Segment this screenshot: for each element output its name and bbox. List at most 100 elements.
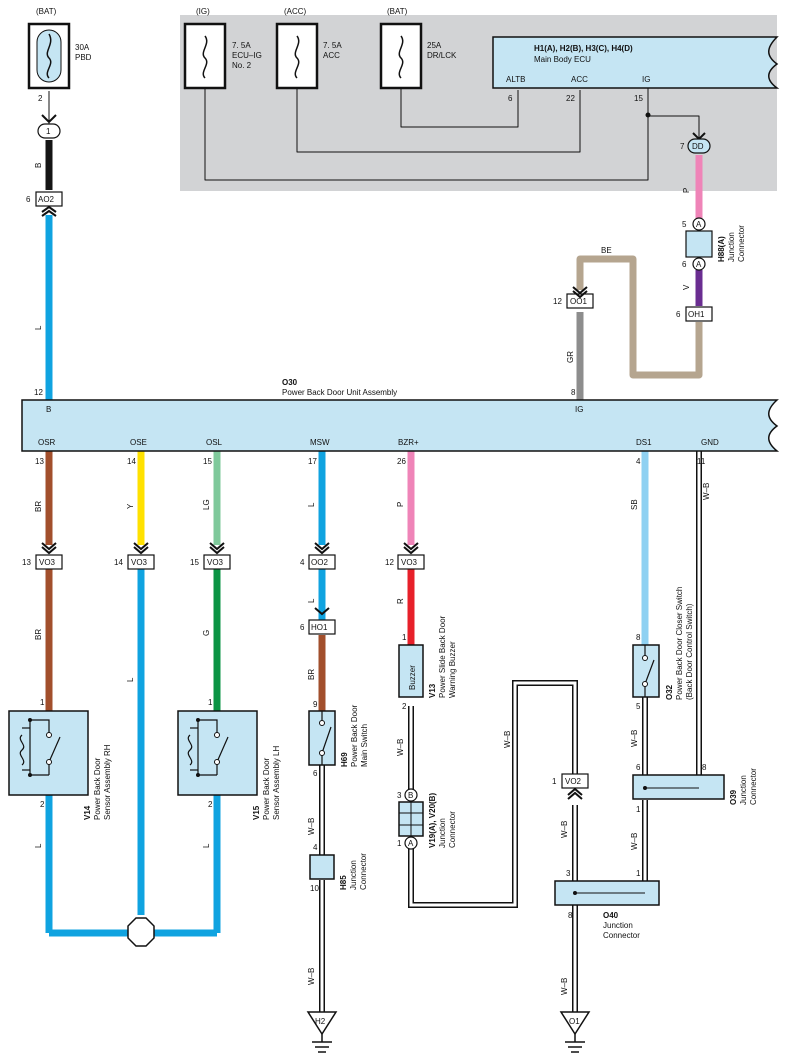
ecu-code: H1(A), H2(B), H3(C), H4(D) (534, 44, 633, 53)
wire-acc-to-acc (296, 88, 581, 153)
h69-code: H69 (340, 752, 349, 767)
wire-label-v: V (682, 284, 691, 290)
fuse-icon (202, 35, 208, 79)
o30-term-osl: OSL (206, 438, 223, 447)
wire-ig-to-dd (647, 88, 700, 138)
h69-pin-bottom: 6 (313, 769, 318, 778)
wire-label-b: B (34, 163, 43, 168)
h69-name2: Main Switch (360, 724, 369, 767)
wire-label-gr: GR (566, 351, 575, 363)
o39-pin-left: 6 (636, 763, 641, 772)
o30-unit: O30 Power Back Door Unit Assembly B IG O… (21, 378, 780, 452)
fuse-acc-name: ACC (323, 51, 340, 60)
vo3-label: VO3 (131, 558, 148, 567)
o30-term-gnd: GND (701, 438, 719, 447)
v14-pin-top: 1 (40, 698, 45, 707)
wire-label-lg: LG (202, 499, 211, 510)
ground-h2-label: H2 (315, 1017, 326, 1026)
fuse-pbd-rating: 30A (75, 43, 90, 52)
fuse-icon (398, 35, 404, 79)
ecu-pinnum-acc: 22 (566, 94, 575, 103)
o32-name1: Power Back Door Closer Switch (675, 587, 684, 700)
ecu-name: Main Body ECU (534, 55, 591, 64)
wire-label-l-ose: L (126, 677, 135, 682)
wire-label-y: Y (126, 503, 135, 509)
fuse-icon (294, 35, 300, 79)
h85-name2: Connector (359, 853, 368, 890)
component-v13: 1 Buzzer 2 V13 Power Slide Back Door War… (398, 615, 457, 711)
ho1-label: HO1 (311, 623, 328, 632)
o30-pin-ig-num: 8 (571, 388, 576, 397)
vo3-label: VO3 (207, 558, 224, 567)
wire-label-wb-loop: W–B (503, 731, 512, 748)
wire-label-l-ho1: L (307, 598, 316, 603)
wire-label-br-2: BR (34, 629, 43, 640)
oo1-pin: 12 (553, 297, 562, 306)
h88-letter-bottom: A (696, 260, 702, 269)
pin-osl: 15 (203, 457, 212, 466)
wire-label-br-1: BR (34, 501, 43, 512)
o40-name2: Connector (603, 931, 640, 940)
ecu-pinnum-ig: 15 (634, 94, 643, 103)
vo3-label: VO3 (401, 558, 418, 567)
fuse-pbd-pin: 2 (38, 94, 43, 103)
dd-pin: 7 (680, 142, 685, 151)
o40-code: O40 (603, 911, 619, 920)
wire-label-g: G (202, 630, 211, 636)
o30-term-osr: OSR (38, 438, 56, 447)
o39-pin-right: 8 (702, 763, 707, 772)
v19-letter-top: B (408, 791, 413, 800)
vo3-label: VO3 (39, 558, 56, 567)
v15-code: V15 (252, 805, 261, 820)
o30-term-ose: OSE (130, 438, 147, 447)
fuse-drlck-source: (BAT) (387, 7, 408, 16)
v13-name1: Power Slide Back Door (438, 615, 447, 698)
pin-ds1: 4 (636, 457, 641, 466)
vo3-pin: 14 (114, 558, 123, 567)
splice-ig (645, 112, 651, 118)
wire-label-wb-gnd: W–B (702, 483, 711, 500)
v14-code: V14 (83, 805, 92, 820)
h85-code: H85 (339, 875, 348, 890)
o32-pin-bottom: 5 (636, 702, 641, 711)
connector-vo2: VO2 1 (552, 773, 589, 800)
fuse-acc-source: (ACC) (284, 7, 307, 16)
component-v15: 1 2 V15 Power Back Door Sensor Assembly … (177, 698, 281, 820)
main-body-ecu: H1(A), H2(B), H3(C), H4(D) Main Body ECU… (492, 36, 780, 103)
wire-label-p-bzr: P (396, 502, 405, 507)
fuse-ecuig: (IG) 7. 5A ECU–IG No. 2 (183, 7, 262, 90)
o30-term-ds1: DS1 (636, 438, 652, 447)
o39-name1: Junction (739, 775, 748, 805)
v13-name2: Warning Buzzer (448, 641, 457, 698)
o40-pin-bottom: 8 (568, 911, 573, 920)
o39-name2: Connector (749, 768, 758, 805)
o30-pin-b-num: 12 (34, 388, 43, 397)
junction-h88: A 5 A 6 H88(A) Junction Connector (682, 217, 746, 271)
dd-label: DD (692, 142, 704, 151)
ecu-pinnum-altb: 6 (508, 94, 513, 103)
connector-vo3-osl: VO3 15 (190, 542, 231, 570)
wire-ecuig-to-ig (204, 88, 649, 181)
h88-pin-bottom: 6 (682, 260, 687, 269)
vo2-pin: 1 (552, 777, 557, 786)
h85-pin-bottom: 10 (310, 884, 319, 893)
wire-label-wb-vo2: W–B (560, 821, 569, 838)
pin-msw: 17 (308, 457, 317, 466)
v13-pin-top: 1 (402, 633, 407, 642)
wire-label-wb-h69: W–B (307, 818, 316, 835)
h88-name1: Junction (727, 232, 736, 262)
wire-label-l-v14: L (34, 843, 43, 848)
v19-pin-top: 3 (397, 791, 402, 800)
pin-osr: 13 (35, 457, 44, 466)
oh1-pin: 6 (676, 310, 681, 319)
connector-ho1: HO1 6 (300, 607, 336, 635)
h88-letter-top: A (696, 220, 702, 229)
ao2-label: AO2 (38, 195, 55, 204)
connector-vo3-ose: VO3 14 (114, 542, 155, 570)
connector-oo1: OO1 12 (553, 286, 594, 309)
junction-v19: B 3 A 1 V19(A), V20(B) Junction Connecto… (397, 788, 457, 850)
connector-vo3-bzr: VO3 12 (385, 542, 425, 570)
ground-o1-label: O1 (569, 1017, 580, 1026)
wire-label-wb-h85: W–B (307, 968, 316, 985)
